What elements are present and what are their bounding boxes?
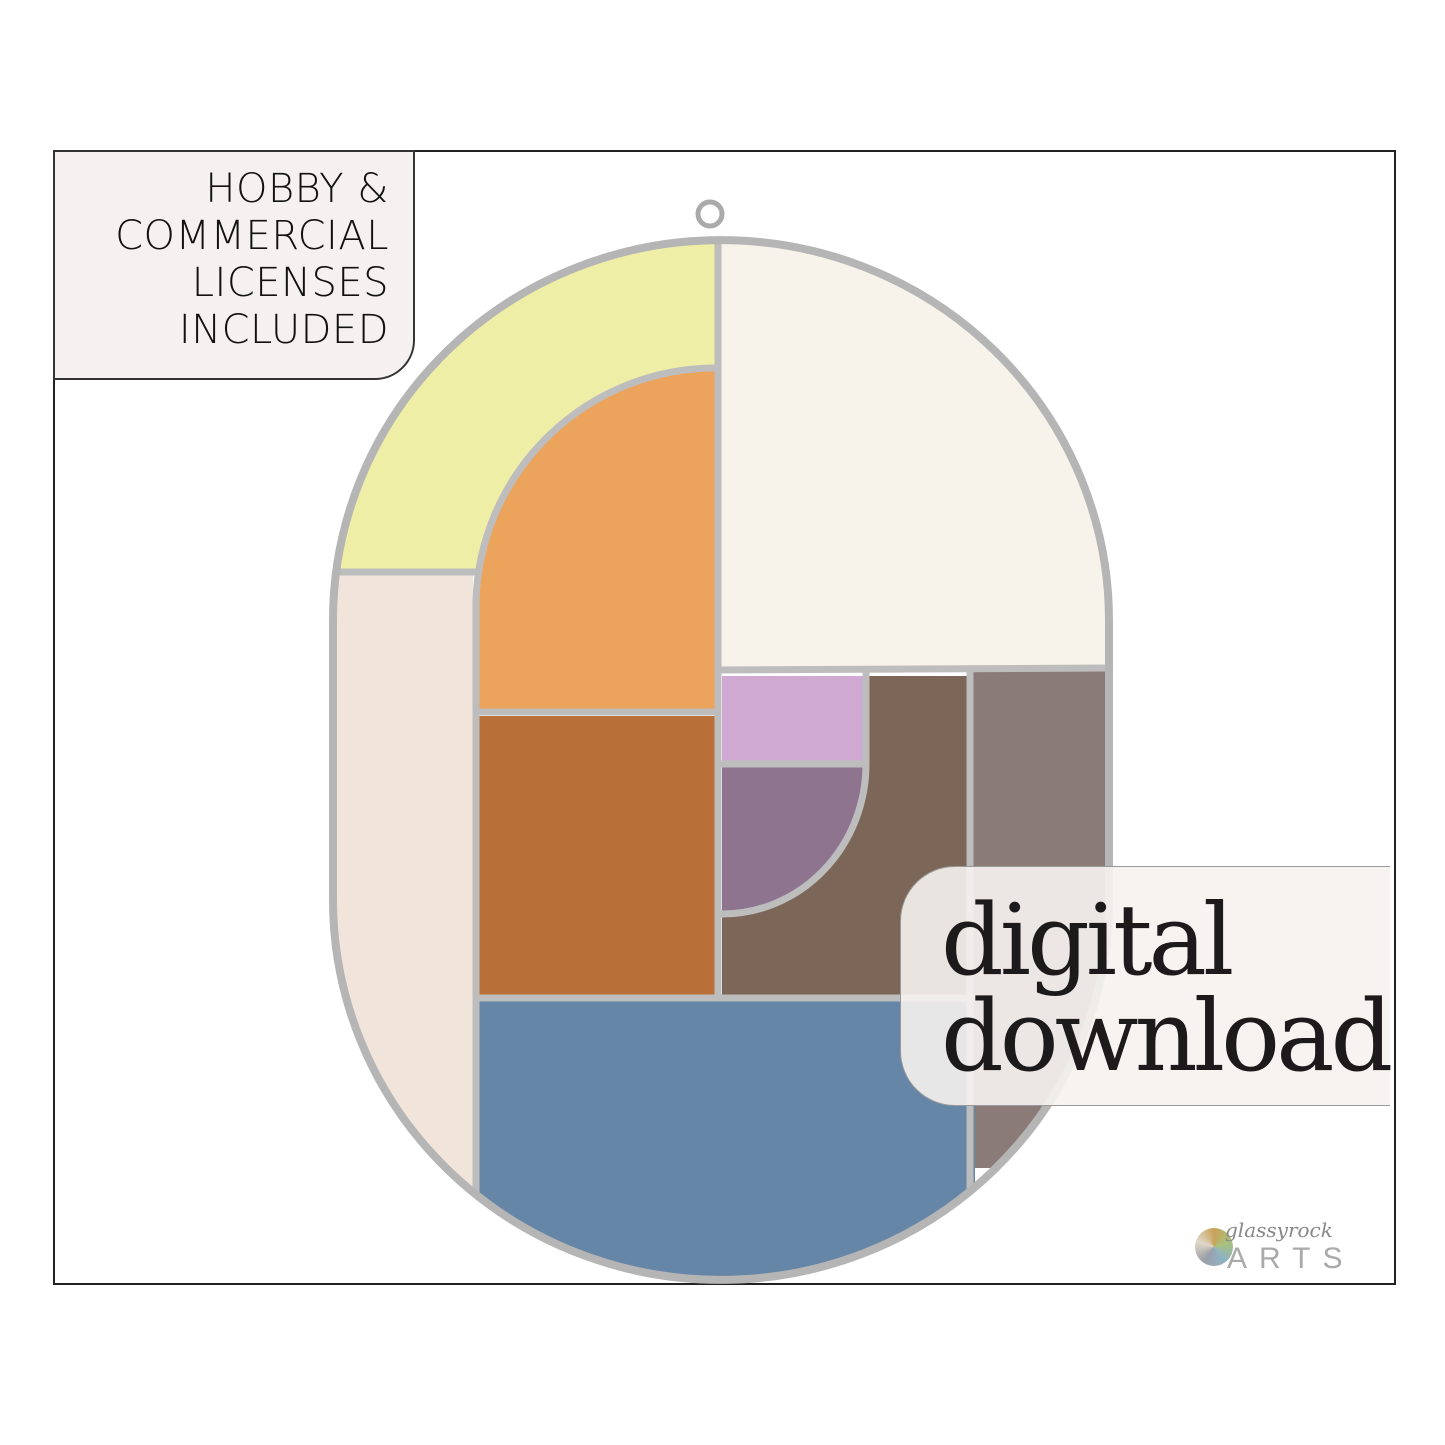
download-line: digital <box>941 884 1234 998</box>
license-line: INCLUDED <box>178 307 389 353</box>
license-badge: HOBBY & COMMERCIAL LICENSES INCLUDED <box>53 150 415 380</box>
license-line: HOBBY & <box>205 166 389 212</box>
logo-word: ARTS <box>1227 1242 1355 1275</box>
hanging-loop <box>695 199 725 229</box>
glass-lilac <box>722 676 864 764</box>
glass-orange <box>478 369 716 712</box>
download-line: download <box>941 980 1393 1094</box>
glass-rust <box>478 716 716 998</box>
brand-logo: glassyrock ARTS <box>1195 1218 1375 1290</box>
logo-script: glassyrock <box>1225 1218 1333 1242</box>
logo-mark-icon <box>1195 1228 1233 1266</box>
license-line: LICENSES <box>191 260 389 306</box>
digital-download-badge: digital download <box>900 866 1393 1106</box>
glass-cream <box>333 572 473 1280</box>
license-line: COMMERCIAL <box>115 213 389 259</box>
frame-border <box>53 150 1396 1285</box>
glass-purple <box>722 764 864 914</box>
glass-blue <box>473 998 975 1280</box>
